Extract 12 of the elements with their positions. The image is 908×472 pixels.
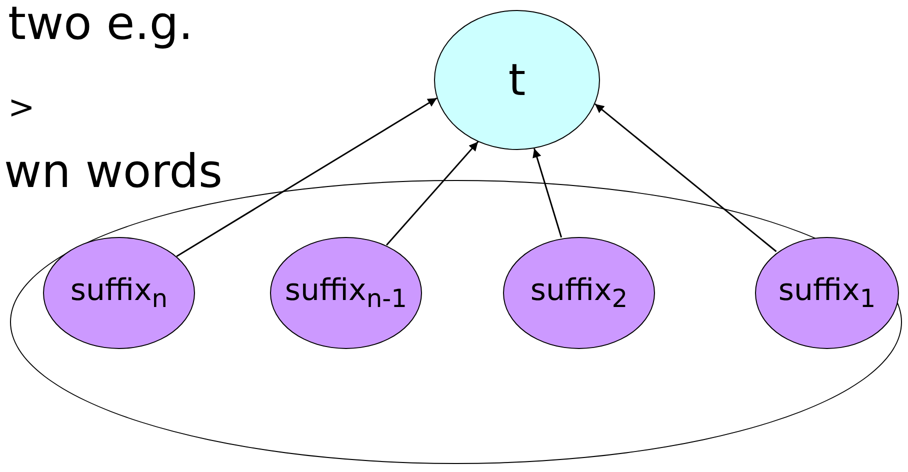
text-fragment: wn words	[4, 144, 222, 198]
arrow	[176, 97, 438, 257]
node-label: suffix$_{n}$	[70, 273, 168, 313]
text-fragment: two e.g.	[8, 0, 194, 50]
node-label: suffix$_{2}$	[530, 273, 628, 313]
node-label: t	[508, 54, 526, 106]
arrow	[386, 141, 479, 246]
arrow	[594, 103, 777, 252]
node-label: suffix$_{n-1}$	[284, 273, 408, 313]
node-label: suffix$_{1}$	[778, 273, 876, 313]
text-fragment: >	[8, 88, 35, 126]
arrow	[532, 148, 562, 238]
